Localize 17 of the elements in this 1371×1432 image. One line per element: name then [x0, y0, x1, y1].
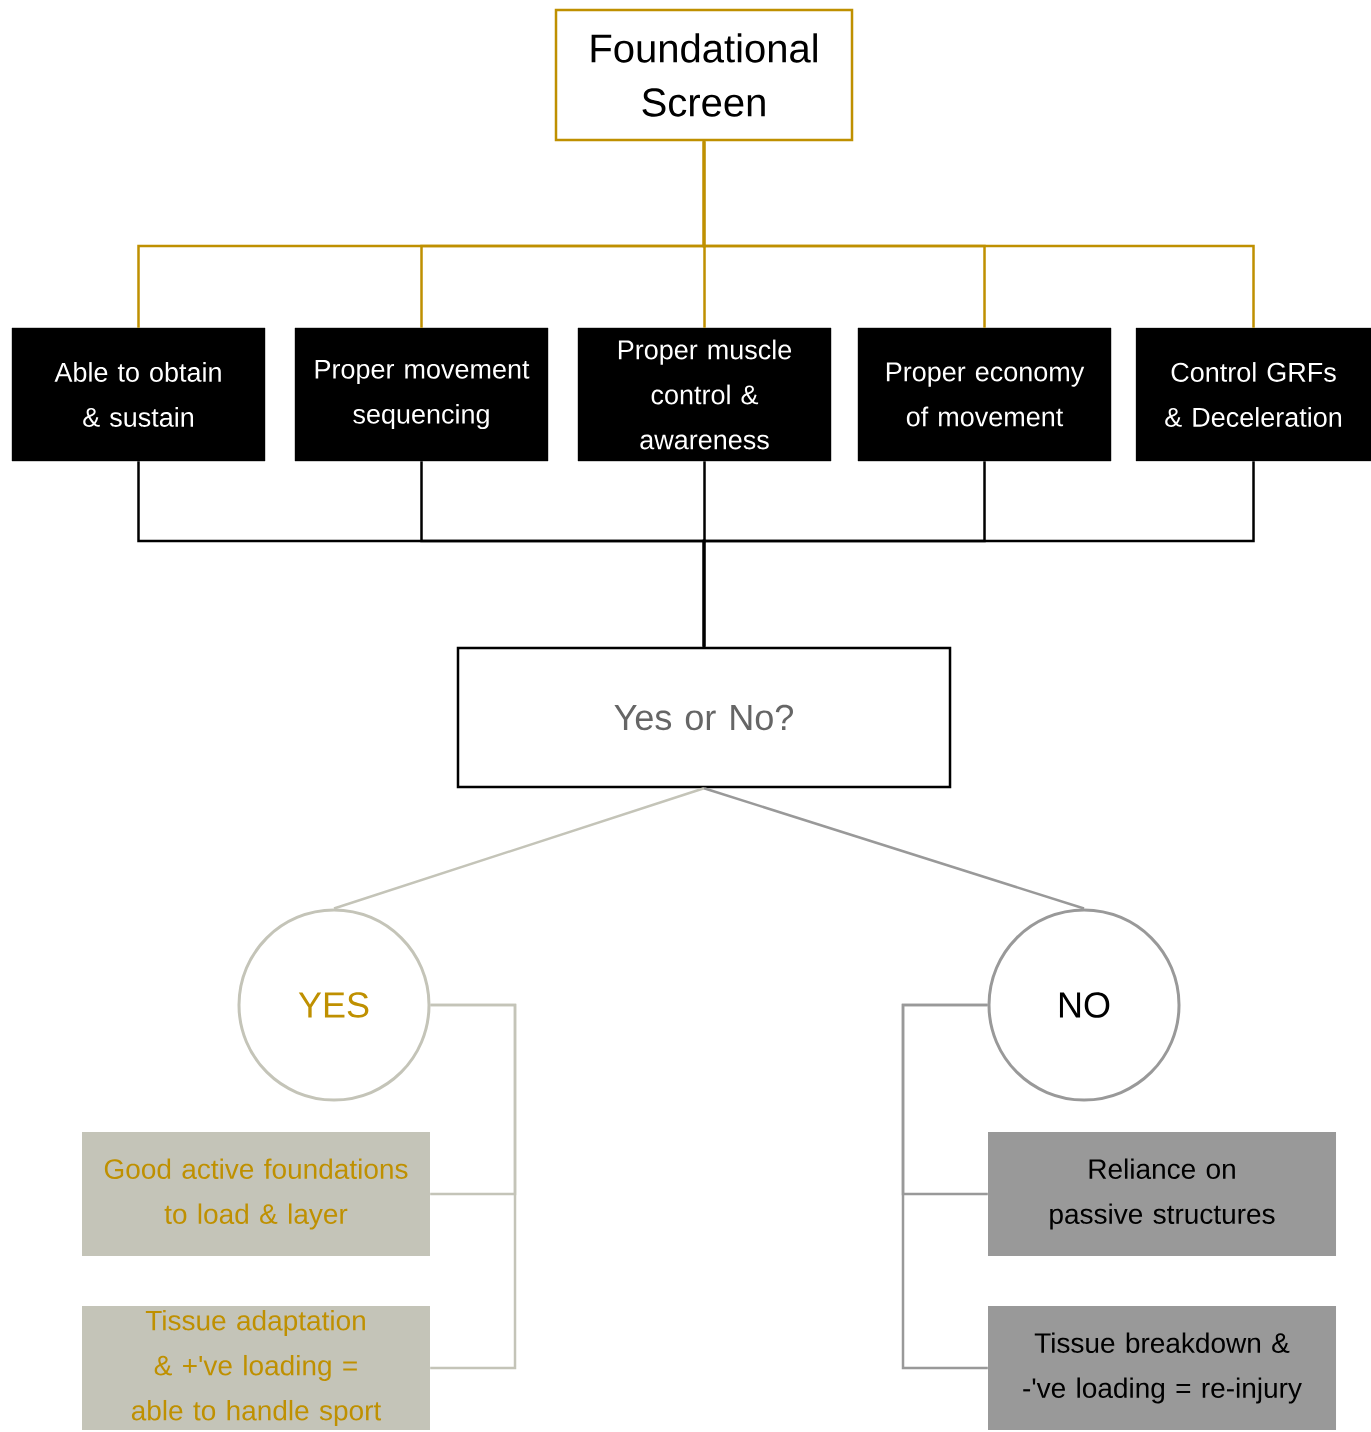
outcome-box: Reliance on passive structures	[988, 1132, 1336, 1256]
connector	[333, 787, 705, 910]
decision-box: Yes or No?	[456, 646, 952, 789]
terminal-box: Foundational Screen	[554, 8, 854, 142]
connector	[702, 461, 1255, 647]
outcome-box: Tissue breakdown & -'ve loading = re-injury	[988, 1306, 1336, 1430]
connector	[702, 141, 1255, 328]
connector	[430, 1003, 517, 1370]
criteria-box: Proper movement sequencing	[294, 327, 549, 462]
connector	[703, 787, 1085, 910]
criteria-box: Able to obtain & sustain	[11, 327, 266, 462]
criteria-box: Proper economy of movement	[857, 327, 1112, 462]
outcome-box: Tissue adaptation & +'ve loading = able to handle sport	[82, 1306, 430, 1430]
criteria-box: Proper muscle control & awareness	[577, 327, 832, 462]
criteria-box: Control GRFs & Deceleration	[1135, 327, 1371, 462]
outcome-box: Good active foundations to load & layer	[82, 1132, 430, 1256]
connector	[901, 1003, 988, 1370]
